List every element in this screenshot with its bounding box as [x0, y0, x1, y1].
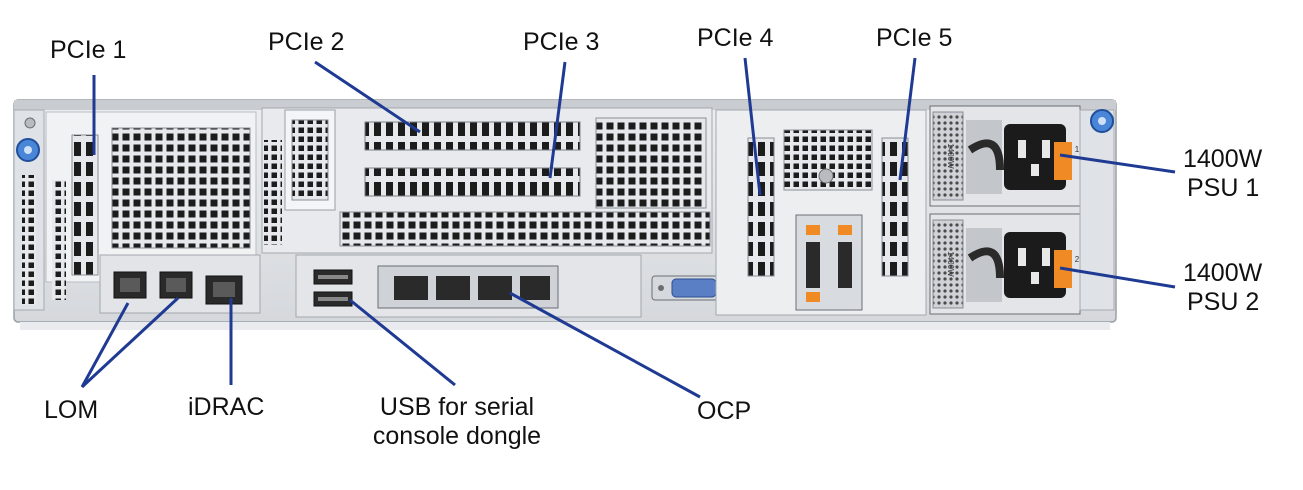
label-psu1-name: PSU 1: [1187, 174, 1260, 202]
label-lom: LOM: [44, 396, 99, 424]
ocp-card: [377, 265, 559, 309]
label-pcie5: PCIe 5: [876, 24, 953, 52]
label-psu2-rating: 1400W: [1183, 259, 1263, 287]
ocp-callout: [509, 291, 701, 399]
callout-lines: [80, 57, 1176, 399]
label-usb: USB for serial console dongle: [362, 393, 552, 451]
usb-port-lower: [313, 291, 353, 307]
pcie3-callout: [548, 61, 567, 179]
label-idrac: iDRAC: [188, 393, 265, 421]
label-pcie3: PCIe 3: [523, 28, 600, 56]
psu2-callout: [1059, 266, 1176, 289]
pcie2-slot: [364, 121, 581, 151]
chassis-top-lip: [14, 100, 1116, 110]
psu1-number-marking: 1: [1075, 145, 1080, 154]
psu-1: [929, 105, 1081, 207]
pcie4-callout: [743, 57, 762, 196]
pcie1-slot-vent: [71, 134, 99, 276]
left-screw-small: [24, 117, 36, 129]
ground-screw: [818, 168, 834, 184]
lom-port-2: [159, 271, 193, 299]
label-pcie4: PCIe 4: [697, 24, 774, 52]
usb-port-upper: [313, 269, 353, 285]
psu2-rating-marking: 1400W: [946, 251, 955, 277]
lom-port-1: [113, 271, 147, 299]
psu2-number-marking: 2: [1075, 255, 1080, 264]
usb-callout: [349, 298, 456, 387]
label-psu1: 1400W PSU 1: [1183, 145, 1262, 203]
label-pcie2: PCIe 2: [268, 28, 345, 56]
system-id-module: [795, 214, 863, 311]
label-pcie1: PCIe 1: [50, 36, 127, 64]
label-psu1-rating: 1400W: [1183, 145, 1263, 173]
label-usb-line1: USB for serial: [379, 393, 535, 421]
label-usb-line2: console dongle: [372, 422, 542, 450]
label-psu2: 1400W PSU 2: [1183, 259, 1262, 317]
lom-callout-1: [80, 302, 130, 388]
pcie3-slot: [364, 167, 581, 197]
psu-2: [929, 213, 1081, 315]
chassis-bottom-shadow: [20, 322, 1110, 330]
idrac-port: [205, 275, 243, 305]
label-psu2-name: PSU 2: [1187, 288, 1260, 316]
pcie4-slot-vent: [747, 137, 775, 277]
label-ocp: OCP: [697, 397, 752, 425]
lom-callout-2: [80, 296, 180, 389]
right-ear: [1079, 109, 1115, 311]
psu1-rating-marking: 1400W: [946, 143, 955, 169]
pcie2-callout: [314, 60, 421, 134]
pcie5-callout: [898, 57, 917, 181]
psu1-callout: [1059, 153, 1176, 174]
